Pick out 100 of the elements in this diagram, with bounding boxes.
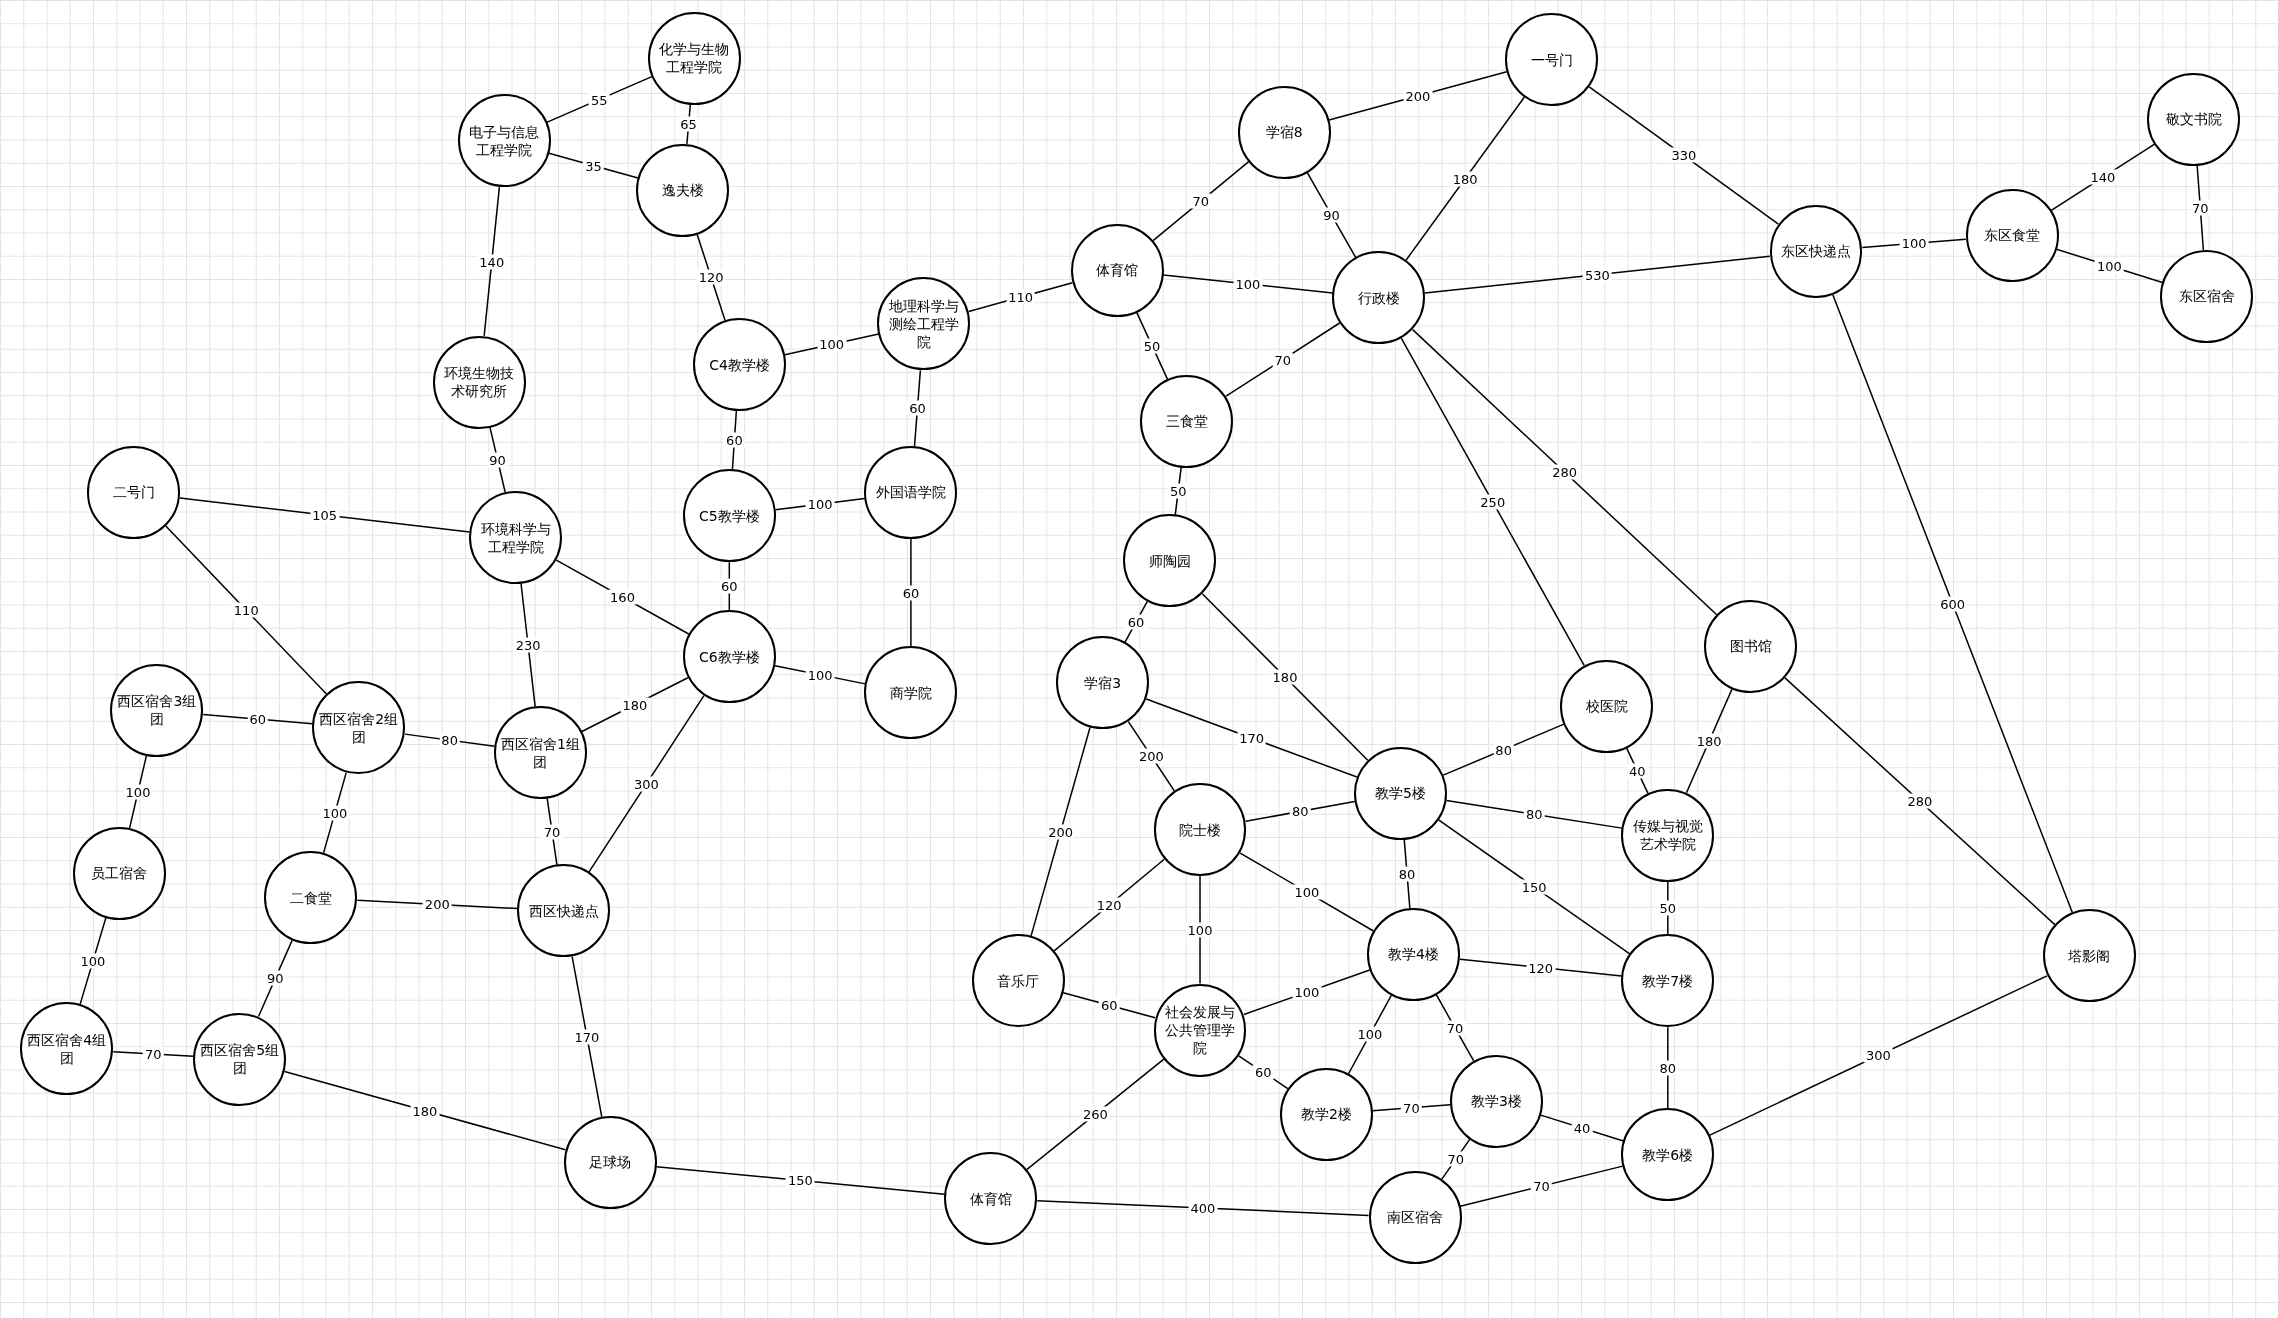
location-circle: 校医院 bbox=[1560, 659, 1654, 753]
edge-label: 120 bbox=[1526, 960, 1556, 976]
location-circle: 塔影阁 bbox=[2042, 909, 2136, 1003]
edge-label: 120 bbox=[1094, 897, 1124, 913]
edge-label: 60 bbox=[1252, 1064, 1274, 1080]
connector-line bbox=[1588, 86, 1780, 225]
edge-label: 260 bbox=[1081, 1106, 1110, 1122]
edge-label: 180 bbox=[1694, 733, 1724, 749]
edge-label: 60 bbox=[247, 711, 269, 727]
connector-line bbox=[1784, 677, 2056, 926]
connector-line bbox=[1625, 747, 1649, 795]
edge-label: 180 bbox=[410, 1103, 440, 1119]
edge-label: 330 bbox=[1669, 147, 1699, 163]
location-circle: 西区宿舍3组团 bbox=[110, 663, 204, 757]
edge-label: 200 bbox=[1403, 88, 1433, 104]
edge-label: 180 bbox=[620, 697, 650, 713]
edge-label: 300 bbox=[632, 776, 661, 792]
connector-line bbox=[1405, 96, 1526, 261]
edge-label: 105 bbox=[310, 507, 340, 523]
connector-line bbox=[1540, 1114, 1625, 1142]
edge-label: 100 bbox=[2095, 258, 2124, 274]
edge-label: 100 bbox=[78, 953, 108, 969]
connector-line bbox=[910, 538, 912, 648]
connector-line bbox=[546, 75, 653, 124]
edge-label: 80 bbox=[1657, 1060, 1679, 1076]
edge-label: 80 bbox=[1396, 866, 1418, 882]
connector-line bbox=[1135, 311, 1169, 380]
connector-line bbox=[728, 561, 731, 611]
location-circle: 东区快递点 bbox=[1769, 204, 1863, 298]
edge-label: 600 bbox=[1938, 596, 1967, 612]
connector-line bbox=[1667, 881, 1669, 935]
edge-label: 200 bbox=[422, 896, 452, 912]
connector-line bbox=[1030, 726, 1091, 937]
edge-label: 60 bbox=[1098, 997, 1120, 1013]
edge-label: 100 bbox=[805, 496, 835, 512]
edge-label: 70 bbox=[1190, 193, 1211, 209]
location-circle: 师陶园 bbox=[1123, 514, 1216, 608]
edge-label: 50 bbox=[1141, 338, 1163, 354]
edge-label: 90 bbox=[1321, 207, 1342, 223]
location-circle: 院士楼 bbox=[1153, 783, 1247, 877]
edge-label: 300 bbox=[1864, 1047, 1893, 1063]
connector-line bbox=[179, 497, 471, 533]
edge-label: 180 bbox=[1270, 669, 1300, 685]
connector-line bbox=[2196, 164, 2205, 251]
edge-label: 70 bbox=[143, 1046, 164, 1062]
edge-label: 170 bbox=[1237, 730, 1266, 746]
connector-line bbox=[913, 369, 922, 447]
edge-label: 120 bbox=[696, 270, 726, 285]
connector-line bbox=[165, 525, 328, 695]
edge-label: 140 bbox=[2088, 169, 2118, 185]
edge-label: 170 bbox=[572, 1029, 602, 1045]
edge-label: 70 bbox=[1445, 1151, 1466, 1167]
location-circle: 西区宿舍5组团 bbox=[193, 1012, 287, 1106]
connector-line bbox=[1036, 1199, 1370, 1217]
connector-line bbox=[283, 1070, 567, 1151]
connector-line bbox=[571, 955, 603, 1118]
location-circle: 东区宿舍 bbox=[2160, 249, 2254, 343]
edge-label: 110 bbox=[231, 602, 261, 618]
connector-line bbox=[1201, 593, 1369, 761]
connector-line bbox=[1667, 1026, 1669, 1110]
location-circle: 逸夫楼 bbox=[636, 143, 730, 237]
location-circle: 东区食堂 bbox=[1965, 188, 2059, 282]
edge-label: 110 bbox=[1006, 289, 1035, 305]
edge-label: 60 bbox=[719, 578, 740, 594]
connector-line bbox=[686, 103, 692, 145]
edge-label: 60 bbox=[724, 432, 745, 448]
location-circle: 电子与信息工程学院 bbox=[457, 94, 551, 188]
connector-line bbox=[655, 1165, 946, 1195]
edge-label: 50 bbox=[1657, 900, 1679, 916]
edge-label: 70 bbox=[1531, 1178, 1552, 1194]
location-circle: 敬文书院 bbox=[2147, 72, 2241, 166]
edge-label: 40 bbox=[1627, 763, 1648, 779]
edge-label: 70 bbox=[1272, 352, 1294, 368]
location-circle: 二食堂 bbox=[264, 851, 358, 945]
location-circle: 员工宿舍 bbox=[72, 826, 166, 920]
edge-label: 100 bbox=[1292, 884, 1322, 900]
location-circle: 外国语学院 bbox=[864, 446, 958, 539]
edge-label: 80 bbox=[439, 732, 460, 748]
location-circle: C4教学楼 bbox=[693, 318, 786, 412]
edge-label: 100 bbox=[1899, 235, 1929, 251]
location-circle: 社会发展与公共管理学院 bbox=[1153, 983, 1247, 1077]
edge-label: 60 bbox=[1125, 614, 1147, 630]
edge-label: 100 bbox=[1233, 276, 1263, 292]
connector-line bbox=[1411, 328, 1718, 616]
edge-label: 70 bbox=[1401, 1100, 1422, 1116]
edge-label: 530 bbox=[1582, 267, 1612, 283]
edge-label: 55 bbox=[589, 92, 610, 107]
location-circle: 体育馆 bbox=[1070, 223, 1164, 317]
location-circle: 行政楼 bbox=[1332, 251, 1426, 345]
edge-label: 100 bbox=[320, 805, 350, 821]
connector-line bbox=[1400, 337, 1585, 667]
location-circle: 商学院 bbox=[864, 646, 958, 740]
edge-label: 80 bbox=[1493, 742, 1514, 758]
connector-line bbox=[731, 410, 738, 471]
connector-line bbox=[1442, 723, 1565, 776]
connector-line bbox=[1459, 1165, 1624, 1208]
edge-label: 200 bbox=[1046, 824, 1075, 840]
location-circle: 西区快递点 bbox=[517, 864, 611, 958]
edge-label: 80 bbox=[1290, 803, 1311, 819]
connector-line bbox=[489, 426, 506, 493]
